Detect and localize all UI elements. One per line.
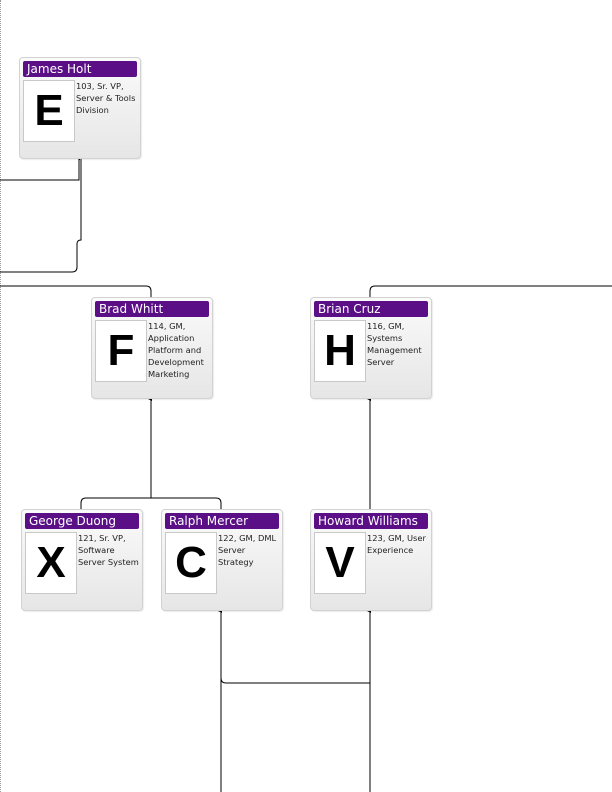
connector-left-to-holt	[0, 154, 80, 181]
org-card-james-holt[interactable]: James Holt E 103, Sr. VP, Server & Tools…	[19, 57, 141, 159]
card-photo-initial: E	[23, 80, 75, 142]
card-name: George Duong	[25, 513, 139, 529]
connector-left-lower-to-holt	[0, 157, 82, 273]
card-details: 121, Sr. VP, Software Server System	[78, 533, 139, 567]
connector-mercer-williams-bridge	[220, 648, 370, 684]
card-name: Howard Williams	[314, 513, 428, 529]
card-name: Brian Cruz	[314, 301, 428, 317]
org-card-howard-williams[interactable]: Howard Williams V 123, GM, User Experien…	[310, 509, 432, 611]
connector-branch-whitt	[0, 285, 152, 298]
connector-branch-cruz	[369, 285, 612, 298]
card-name: Brad Whitt	[95, 301, 209, 317]
card-details: 103, Sr. VP, Server & Tools Division	[76, 81, 136, 115]
org-card-george-duong[interactable]: George Duong X 121, Sr. VP, Software Ser…	[21, 509, 143, 611]
org-card-ralph-mercer[interactable]: Ralph Mercer C 122, GM, DML Server Strat…	[161, 509, 283, 611]
connector-branch-duong-mercer	[80, 497, 222, 510]
card-photo-initial: H	[314, 320, 366, 382]
page-left-border	[0, 0, 2, 792]
card-name: James Holt	[23, 61, 137, 77]
org-card-brad-whitt[interactable]: Brad Whitt F 114, GM, Application Platfo…	[91, 297, 213, 399]
card-photo-initial: V	[314, 532, 366, 594]
card-details: 122, GM, DML Server Strategy	[218, 533, 277, 567]
card-photo-initial: F	[95, 320, 147, 382]
card-details: 114, GM, Application Platform and Develo…	[148, 321, 204, 379]
card-details: 123, GM, User Experience	[367, 533, 426, 555]
org-card-brian-cruz[interactable]: Brian Cruz H 116, GM, Systems Management…	[310, 297, 432, 399]
card-name: Ralph Mercer	[165, 513, 279, 529]
card-details: 116, GM, Systems Management Server	[367, 321, 422, 367]
card-photo-initial: X	[25, 532, 77, 594]
card-photo-initial: C	[165, 532, 217, 594]
